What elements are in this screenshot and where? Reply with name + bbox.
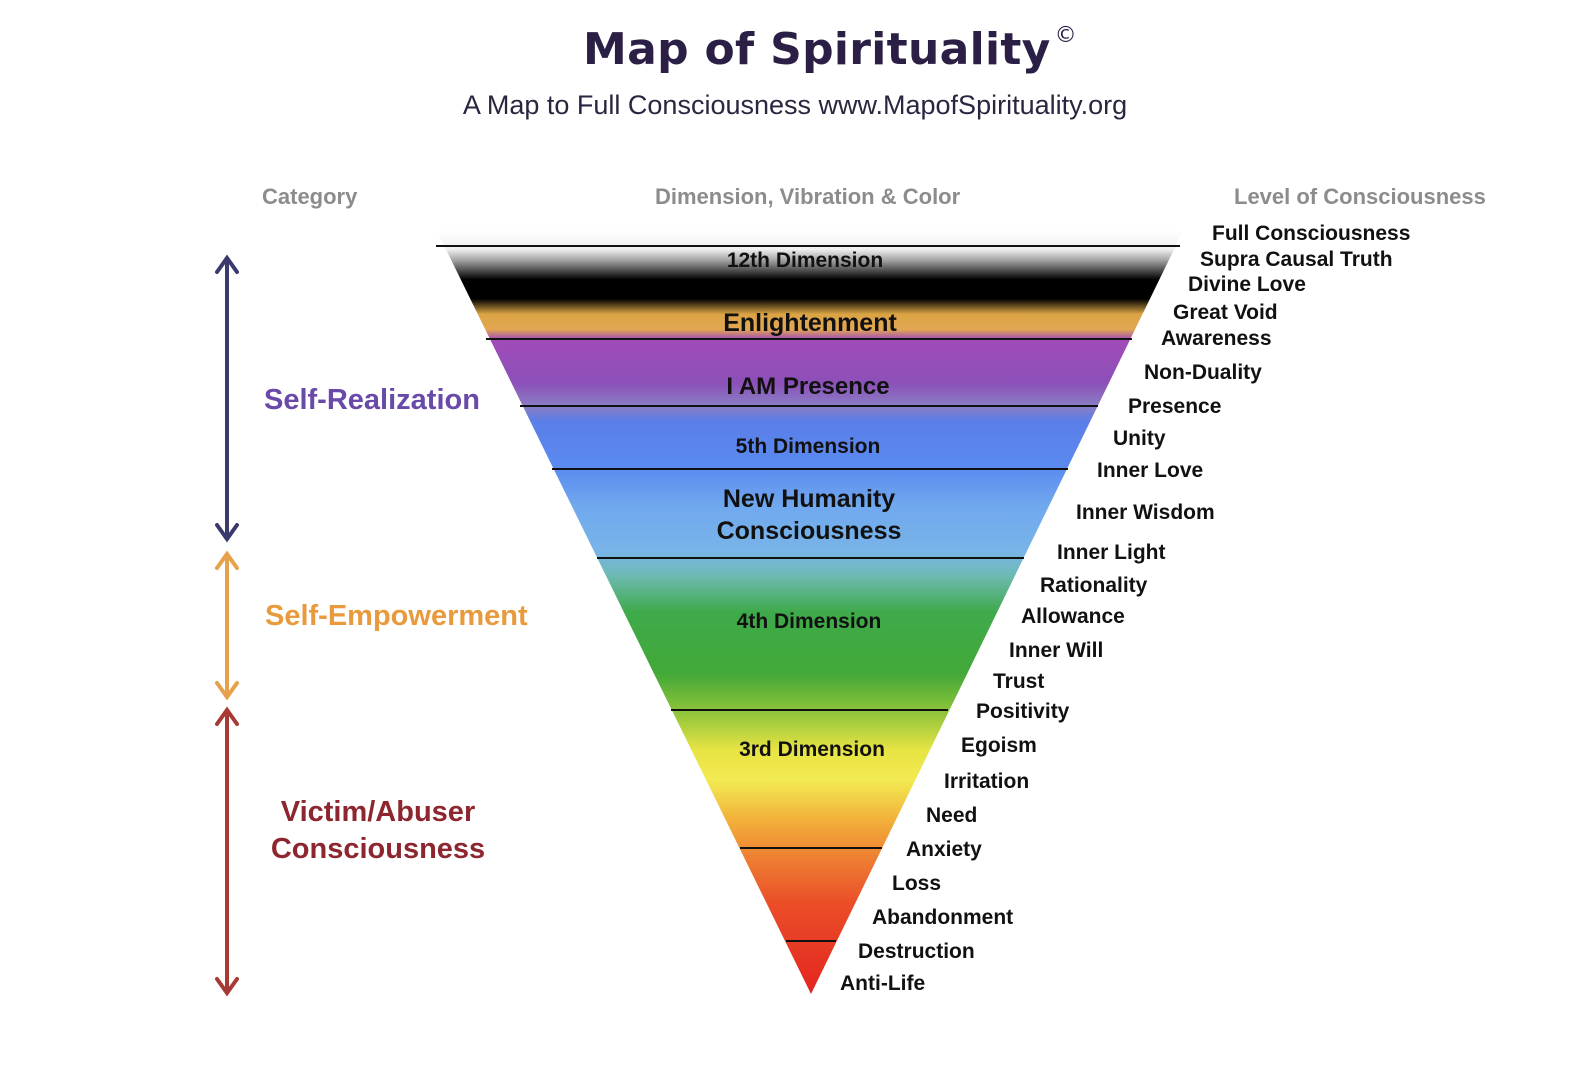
level-item: Inner Love [1097,459,1204,482]
level-item: Great Void [1173,301,1278,324]
band-label-i-am-presence: I AM Presence [726,373,889,400]
level-item: Egoism [961,734,1037,757]
band-label-new-humanity-line2: Consciousness [717,517,902,545]
level-item: Divine Love [1188,273,1306,296]
page-title: Map of Spirituality© [0,23,1594,75]
level-column-header: Level of Consciousness [1234,184,1486,209]
dimension-column-header: Dimension, Vibration & Color [655,184,961,209]
band-label-5th-dimension: 5th Dimension [736,435,881,458]
category-self-realization: Self-Realization [264,382,480,419]
level-item: Presence [1128,395,1222,418]
level-item: Rationality [1040,574,1148,597]
victim-abuser-arrow [215,706,239,997]
level-item: Allowance [1021,605,1125,628]
level-item: Loss [892,872,942,895]
page-subtitle: A Map to Full Consciousness www.MapofSpi… [462,90,1128,120]
level-item: Destruction [858,940,975,963]
level-item: Full Consciousness [1212,222,1411,245]
category-label-line1: Victim/Abuser [280,796,476,828]
band-label-3rd-dimension: 3rd Dimension [739,738,885,761]
title-text: Map of Spirituality [583,24,1051,75]
category-label-line2: Consciousness [270,833,486,865]
level-item: Non-Duality [1144,361,1262,384]
level-item: Inner Will [1009,639,1104,662]
level-item: Anti-Life [840,972,926,995]
level-item: Inner Light [1057,541,1166,564]
band-label-enlightenment: Enlightenment [723,309,897,337]
band-label-4th-dimension: 4th Dimension [737,610,882,633]
level-item: Abandonment [872,906,1014,929]
category-label: Self-Realization [264,384,480,416]
band-label-new-humanity-line1: New Humanity [723,485,895,513]
level-item: Supra Causal Truth [1200,248,1393,271]
category-self-empowerment: Self-Empowerment [265,598,528,635]
level-item: Inner Wisdom [1076,501,1215,524]
level-item: Awareness [1161,327,1272,350]
category-label: Self-Empowerment [265,600,528,632]
self-realization-arrow [215,254,239,543]
spectrum-triangle [436,229,1184,994]
level-item: Unity [1113,427,1166,450]
level-item: Need [926,804,978,827]
self-empowerment-arrow [215,550,239,701]
band-label-12th-dimension: 12th Dimension [727,249,883,272]
level-item: Positivity [976,700,1070,723]
copyright-mark: © [1054,23,1077,49]
category-column-header: Category [262,184,358,209]
category-victim-abuser: Victim/Abuser Consciousness [265,794,491,868]
level-item: Trust [993,670,1045,693]
level-item: Anxiety [906,838,982,861]
band-dividers [436,245,1180,942]
level-item: Irritation [944,770,1030,793]
